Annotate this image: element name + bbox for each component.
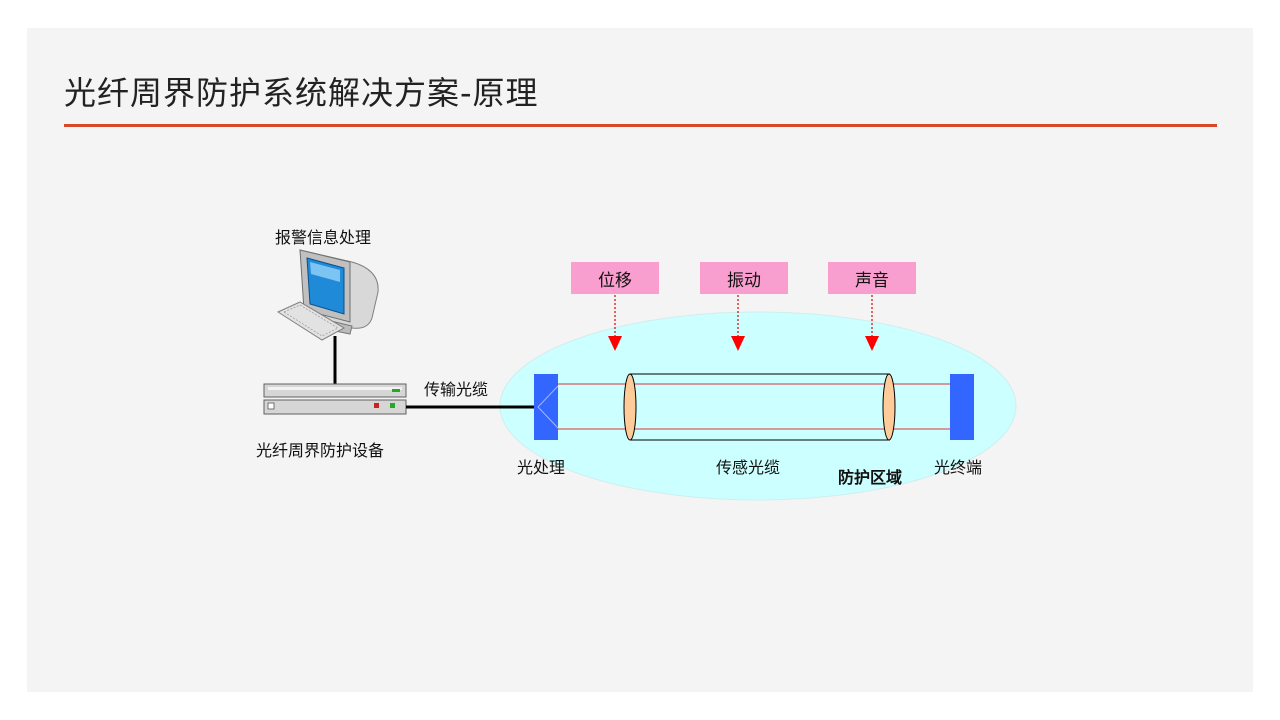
protection-zone-label: 防护区域 bbox=[838, 468, 903, 487]
arrow-vibration bbox=[731, 295, 745, 351]
title-underline bbox=[64, 124, 1217, 127]
transmission-cable-label: 传输光缆 bbox=[424, 380, 489, 399]
device-label: 光纤周界防护设备 bbox=[256, 441, 385, 460]
computer-icon bbox=[276, 249, 379, 341]
page-title: 光纤周界防护系统解决方案-原理 bbox=[64, 74, 539, 112]
tag-displacement: 位移 bbox=[571, 262, 659, 294]
arrow-displacement bbox=[608, 295, 622, 351]
protection-device-icon bbox=[263, 383, 407, 415]
tag-vibration: 振动 bbox=[700, 262, 788, 294]
light-processing-label: 光处理 bbox=[517, 458, 566, 477]
optical-terminal-block bbox=[950, 374, 974, 440]
optical-terminal-label: 光终端 bbox=[934, 458, 983, 477]
sensing-cable-tube bbox=[623, 373, 896, 441]
tag-sound: 声音 bbox=[828, 262, 916, 294]
arrow-sound bbox=[865, 295, 879, 351]
alarm-processing-label: 报警信息处理 bbox=[275, 228, 372, 247]
sensing-cable-label: 传感光缆 bbox=[716, 458, 781, 477]
